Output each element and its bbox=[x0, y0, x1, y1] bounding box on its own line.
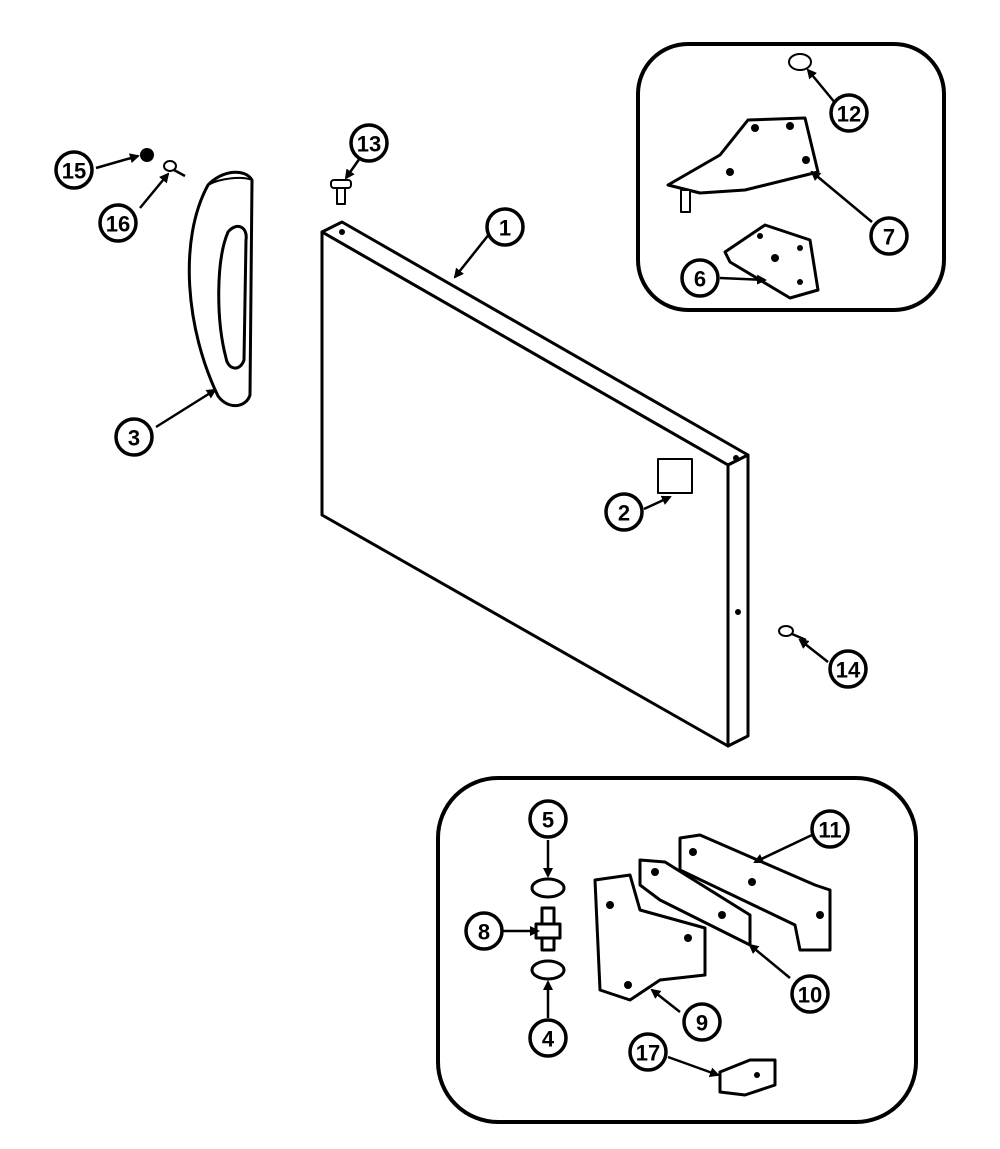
callout-12: 12 bbox=[829, 93, 869, 133]
washer-5 bbox=[530, 877, 566, 899]
callout-1: 1 bbox=[485, 207, 525, 247]
callout-2: 2 bbox=[604, 492, 644, 532]
callout-7: 7 bbox=[869, 216, 909, 256]
washer-4 bbox=[530, 959, 566, 981]
leader-12 bbox=[806, 68, 837, 105]
svg-text:7: 7 bbox=[883, 225, 895, 250]
callout-11: 11 bbox=[810, 809, 850, 849]
leader-13 bbox=[344, 157, 362, 180]
svg-text:11: 11 bbox=[818, 818, 841, 843]
svg-text:13: 13 bbox=[357, 132, 381, 157]
screw-16 bbox=[163, 160, 186, 178]
callout-10: 10 bbox=[790, 974, 830, 1014]
hinge-cap-12 bbox=[788, 53, 812, 71]
callout-15: 15 bbox=[54, 150, 94, 190]
leader-1 bbox=[453, 232, 491, 279]
svg-text:5: 5 bbox=[542, 808, 554, 833]
nameplate bbox=[657, 458, 693, 494]
svg-text:17: 17 bbox=[636, 1041, 660, 1066]
door-panel bbox=[320, 220, 750, 748]
leader-3 bbox=[155, 388, 217, 429]
plug-button-15 bbox=[140, 148, 154, 162]
hinge-shim-6 bbox=[723, 223, 820, 300]
svg-text:3: 3 bbox=[128, 426, 140, 451]
callout-9: 9 bbox=[682, 1002, 722, 1042]
leader-10 bbox=[748, 943, 791, 979]
bracket-9 bbox=[593, 873, 707, 1002]
door-handle bbox=[187, 170, 254, 408]
callout-6: 6 bbox=[680, 258, 720, 298]
svg-text:6: 6 bbox=[694, 267, 706, 292]
svg-text:9: 9 bbox=[696, 1011, 708, 1036]
leader-15 bbox=[95, 153, 140, 170]
leader-11 bbox=[753, 833, 813, 864]
svg-text:1: 1 bbox=[499, 216, 511, 241]
callout-5: 5 bbox=[528, 799, 568, 839]
leader-17 bbox=[667, 1055, 720, 1077]
hinge-pin-8 bbox=[534, 906, 562, 952]
callout-17: 17 bbox=[628, 1032, 668, 1072]
svg-text:14: 14 bbox=[836, 658, 861, 683]
clip-17 bbox=[718, 1058, 777, 1097]
callout-16: 16 bbox=[98, 203, 138, 243]
leader-16 bbox=[139, 172, 170, 209]
hinge-inset-top-frame bbox=[636, 42, 946, 312]
screw-13 bbox=[330, 179, 352, 205]
leader-7 bbox=[810, 170, 873, 223]
svg-text:4: 4 bbox=[542, 1027, 555, 1052]
callout-14: 14 bbox=[828, 649, 868, 689]
svg-text:12: 12 bbox=[837, 102, 861, 127]
svg-text:8: 8 bbox=[478, 920, 490, 945]
leader-14 bbox=[798, 638, 829, 663]
screw-14 bbox=[778, 625, 807, 642]
svg-text:15: 15 bbox=[62, 159, 86, 184]
svg-text:10: 10 bbox=[798, 983, 822, 1008]
callout-13: 13 bbox=[349, 123, 389, 163]
leader-9 bbox=[650, 988, 681, 1013]
leader-6 bbox=[719, 274, 767, 285]
svg-text:2: 2 bbox=[618, 501, 630, 526]
svg-text:16: 16 bbox=[106, 212, 130, 237]
callout-3: 3 bbox=[114, 417, 154, 457]
bracket-11 bbox=[678, 833, 832, 952]
leader-2 bbox=[643, 495, 672, 511]
hinge-bracket-7 bbox=[666, 116, 820, 213]
callout-4: 4 bbox=[528, 1018, 568, 1058]
hinge-inset-bottom-frame bbox=[436, 776, 918, 1124]
callout-8: 8 bbox=[464, 911, 504, 951]
